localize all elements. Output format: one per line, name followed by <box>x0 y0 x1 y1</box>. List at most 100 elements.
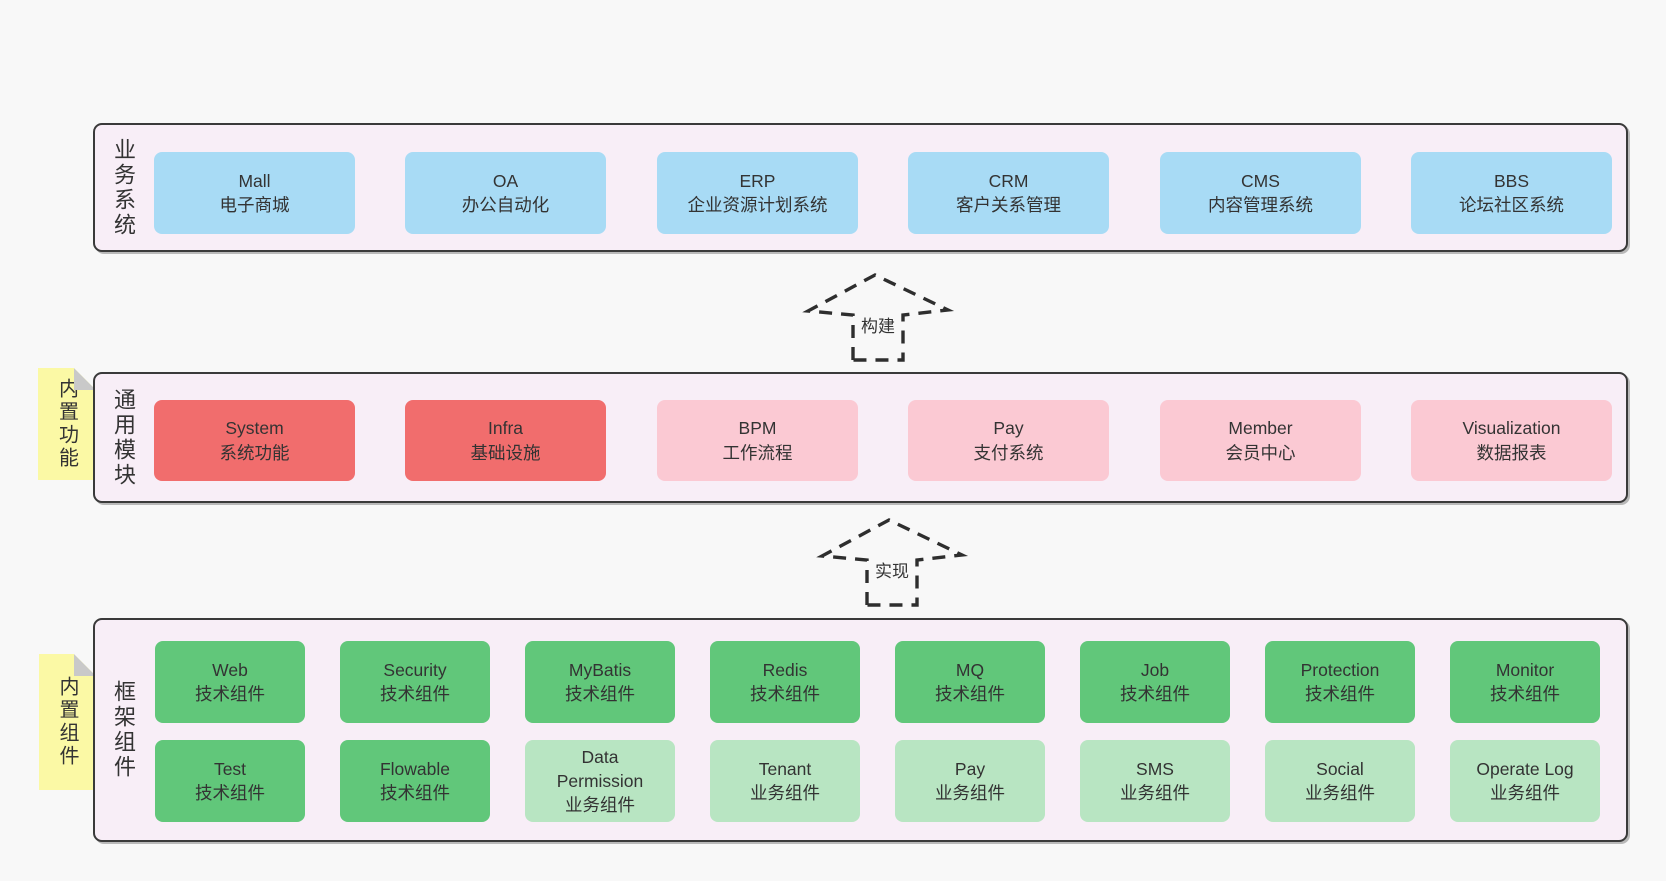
module-subtitle: 电子商城 <box>219 195 290 215</box>
component-title: Monitor <box>1495 659 1555 680</box>
component-title: MyBatis <box>568 659 632 680</box>
module-box-bbs: BBS 论坛社区系统 <box>1411 152 1612 234</box>
component-title: Job <box>1140 659 1170 680</box>
module-title: OA <box>492 170 519 191</box>
component-box-test: Test 技术组件 <box>155 740 305 822</box>
sticky-note-label: 内置功能 <box>55 378 78 470</box>
band-label-business-systems: 业务系统 <box>111 137 136 238</box>
component-subtitle: 技术组件 <box>195 783 265 803</box>
component-title: Operate Log <box>1476 758 1574 779</box>
component-subtitle: 技术组件 <box>1120 684 1190 704</box>
module-box-oa: OA 办公自动化 <box>405 152 606 234</box>
component-box-job: Job 技术组件 <box>1080 641 1230 723</box>
module-subtitle: 论坛社区系统 <box>1459 195 1564 215</box>
arrow-label-implement: 实现 <box>872 557 912 582</box>
dashed-up-arrow-implement: 实现 <box>809 513 975 613</box>
component-box-protection: Protection 技术组件 <box>1265 641 1415 723</box>
component-title: Web <box>212 659 248 680</box>
component-box-redis: Redis 技术组件 <box>710 641 860 723</box>
module-title: Mall <box>238 170 271 191</box>
module-subtitle: 支付系统 <box>973 442 1044 463</box>
band-framework-components: 框架组件 Web 技术组件 Security 技术组件 MyBatis 技术组件… <box>93 618 1628 842</box>
component-box-operate-log: Operate Log 业务组件 <box>1450 740 1600 822</box>
module-box-system: System 系统功能 <box>154 400 355 481</box>
module-box-infra: Infra 基础设施 <box>405 400 606 481</box>
component-subtitle: 业务组件 <box>935 783 1005 803</box>
component-subtitle: 业务组件 <box>1120 783 1190 803</box>
component-subtitle: 业务组件 <box>1305 783 1375 803</box>
module-box-pay-system: Pay 支付系统 <box>908 400 1109 481</box>
component-box-mybatis: MyBatis 技术组件 <box>525 641 675 723</box>
module-box-erp: ERP 企业资源计划系统 <box>657 152 858 234</box>
module-subtitle: 内容管理系统 <box>1208 195 1313 215</box>
component-box-mq: MQ 技术组件 <box>895 641 1045 723</box>
component-title: Flowable <box>379 758 451 779</box>
module-title: Member <box>1228 418 1293 439</box>
component-title: Pay <box>954 758 986 779</box>
component-title: Social <box>1316 758 1364 779</box>
module-subtitle: 基础设施 <box>470 442 541 463</box>
component-box-web: Web 技术组件 <box>155 641 305 723</box>
component-subtitle: 技术组件 <box>380 684 450 704</box>
component-title: Data Permission <box>556 746 644 791</box>
component-subtitle: 技术组件 <box>380 783 450 803</box>
component-subtitle: 技术组件 <box>935 684 1005 704</box>
up-arrow-icon <box>802 273 955 362</box>
component-subtitle: 技术组件 <box>565 684 635 704</box>
module-subtitle: 系统功能 <box>219 442 290 463</box>
module-title: Infra <box>487 418 524 439</box>
module-title: Pay <box>993 418 1024 439</box>
component-box-tenant: Tenant 业务组件 <box>710 740 860 822</box>
component-subtitle: 业务组件 <box>565 795 635 816</box>
component-title: Protection <box>1300 659 1380 680</box>
dashed-up-arrow-build: 构建 <box>795 268 961 368</box>
component-subtitle: 技术组件 <box>1490 684 1560 704</box>
component-subtitle: 业务组件 <box>1490 783 1560 803</box>
band-label-common-modules: 通用模块 <box>111 387 136 488</box>
module-box-crm: CRM 客户关系管理 <box>908 152 1109 234</box>
component-title: Redis <box>762 659 808 680</box>
component-box-pay: Pay 业务组件 <box>895 740 1045 822</box>
up-arrow-icon <box>816 518 969 607</box>
component-subtitle: 技术组件 <box>750 684 820 704</box>
module-subtitle: 企业资源计划系统 <box>687 195 828 215</box>
component-subtitle: 技术组件 <box>1305 684 1375 704</box>
component-box-social: Social 业务组件 <box>1265 740 1415 822</box>
module-box-visualization: Visualization 数据报表 <box>1411 400 1612 481</box>
band-common-modules: 通用模块 System 系统功能 Infra 基础设施 BPM 工作流程 Pay… <box>93 372 1628 503</box>
module-subtitle: 客户关系管理 <box>956 195 1061 215</box>
module-title: CRM <box>988 170 1029 191</box>
module-title: CMS <box>1241 170 1280 191</box>
component-title: Security <box>383 659 447 680</box>
component-box-flowable: Flowable 技术组件 <box>340 740 490 822</box>
module-box-mall: Mall 电子商城 <box>154 152 355 234</box>
component-title: Tenant <box>758 758 812 779</box>
module-title: ERP <box>739 170 776 191</box>
sticky-note-built-in-components: 内置组件 <box>39 654 96 790</box>
component-title: MQ <box>955 659 985 680</box>
component-box-security: Security 技术组件 <box>340 641 490 723</box>
sticky-note-label: 内置组件 <box>56 676 78 768</box>
sticky-note-built-in-features: 内置功能 <box>38 368 96 480</box>
module-box-bpm: BPM 工作流程 <box>657 400 858 481</box>
component-box-sms: SMS 业务组件 <box>1080 740 1230 822</box>
module-title: Visualization <box>1462 418 1561 439</box>
module-subtitle: 数据报表 <box>1476 442 1547 463</box>
module-title: BBS <box>1493 170 1530 191</box>
component-title: Test <box>213 758 247 779</box>
module-subtitle: 工作流程 <box>722 442 793 463</box>
band-business-systems: 业务系统 Mall 电子商城 OA 办公自动化 ERP 企业资源计划系统 CRM… <box>93 123 1628 252</box>
module-subtitle: 会员中心 <box>1225 442 1296 463</box>
component-subtitle: 业务组件 <box>750 783 820 803</box>
module-subtitle: 办公自动化 <box>461 195 550 215</box>
band-label-framework-components: 框架组件 <box>111 680 136 780</box>
module-box-cms: CMS 内容管理系统 <box>1160 152 1361 234</box>
component-box-data-permission: Data Permission 业务组件 <box>525 740 675 822</box>
component-box-monitor: Monitor 技术组件 <box>1450 641 1600 723</box>
component-title: SMS <box>1136 758 1174 779</box>
module-title: System <box>225 418 284 439</box>
module-title: BPM <box>738 418 777 439</box>
arrow-label-build: 构建 <box>858 312 898 337</box>
component-subtitle: 技术组件 <box>195 684 265 704</box>
module-box-member: Member 会员中心 <box>1160 400 1361 481</box>
